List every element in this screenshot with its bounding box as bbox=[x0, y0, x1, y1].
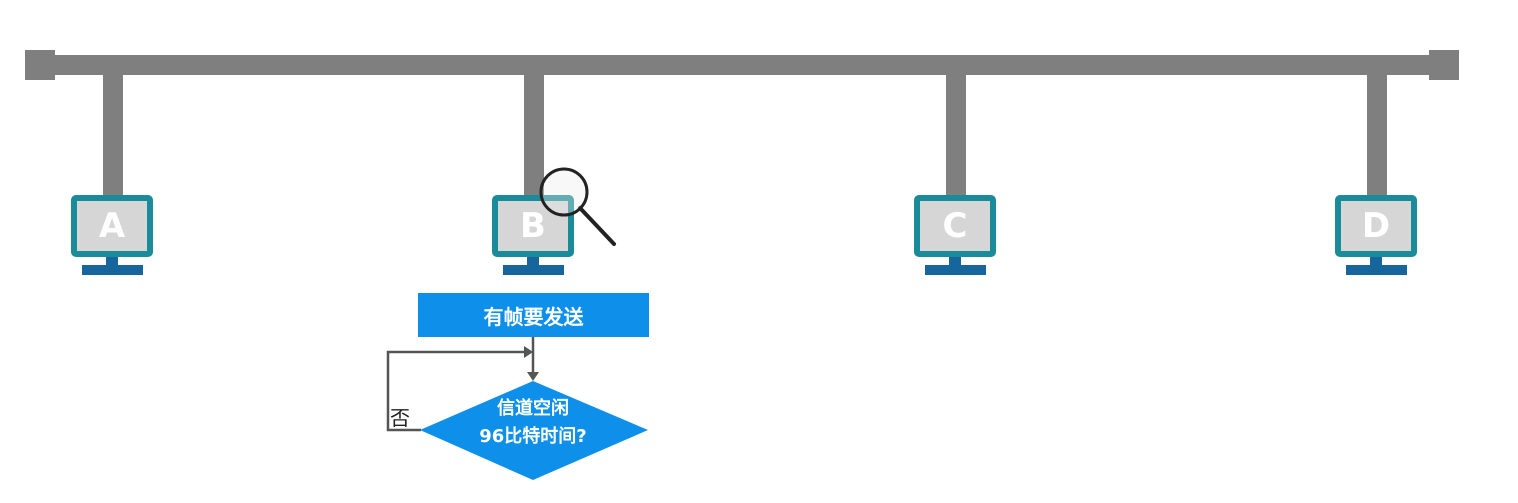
decision-line-2: 96比特时间? bbox=[479, 426, 587, 447]
station-b: B bbox=[492, 195, 574, 281]
monitor-neck bbox=[527, 257, 539, 265]
magnifier-lens bbox=[539, 167, 589, 217]
monitor-neck bbox=[1370, 257, 1382, 265]
start-box-label: 有帧要发送 bbox=[483, 304, 584, 329]
flowchart-start-box: 有帧要发送 bbox=[418, 293, 649, 337]
no-branch-label: 否 bbox=[390, 406, 410, 430]
monitor-icon: B bbox=[492, 195, 574, 257]
monitor-icon: A bbox=[71, 195, 153, 257]
monitor-stand bbox=[82, 265, 143, 275]
monitor-icon: D bbox=[1335, 195, 1417, 257]
decision-diamond bbox=[420, 381, 648, 480]
drop-line-a bbox=[103, 70, 123, 198]
station-d: D bbox=[1335, 195, 1417, 281]
monitor-neck bbox=[949, 257, 961, 265]
drop-line-c bbox=[946, 70, 966, 198]
magnifier-handle bbox=[578, 206, 616, 246]
station-c: C bbox=[914, 195, 996, 281]
monitor-neck bbox=[106, 257, 118, 265]
decision-label: 信道空闲 96比特时间? bbox=[452, 395, 614, 451]
monitor-stand bbox=[925, 265, 986, 275]
shared-bus bbox=[25, 55, 1458, 75]
decision-line-1: 信道空闲 bbox=[497, 398, 569, 419]
station-label: C bbox=[942, 206, 968, 246]
station-a: A bbox=[71, 195, 153, 281]
flow-loop-back-head bbox=[524, 346, 533, 358]
station-label: D bbox=[1361, 206, 1391, 246]
flow-arrow-down-head bbox=[527, 372, 539, 381]
magnifier-icon bbox=[539, 167, 616, 246]
bus-left-terminator bbox=[25, 50, 55, 80]
station-label: A bbox=[98, 206, 126, 246]
drop-line-b bbox=[524, 70, 544, 198]
bus-right-terminator bbox=[1429, 50, 1459, 80]
monitor-stand bbox=[1346, 265, 1407, 275]
monitor-icon: C bbox=[914, 195, 996, 257]
flow-loop-back bbox=[386, 350, 524, 432]
drop-line-d bbox=[1367, 70, 1387, 198]
station-label: B bbox=[520, 206, 546, 246]
monitor-stand bbox=[503, 265, 564, 275]
